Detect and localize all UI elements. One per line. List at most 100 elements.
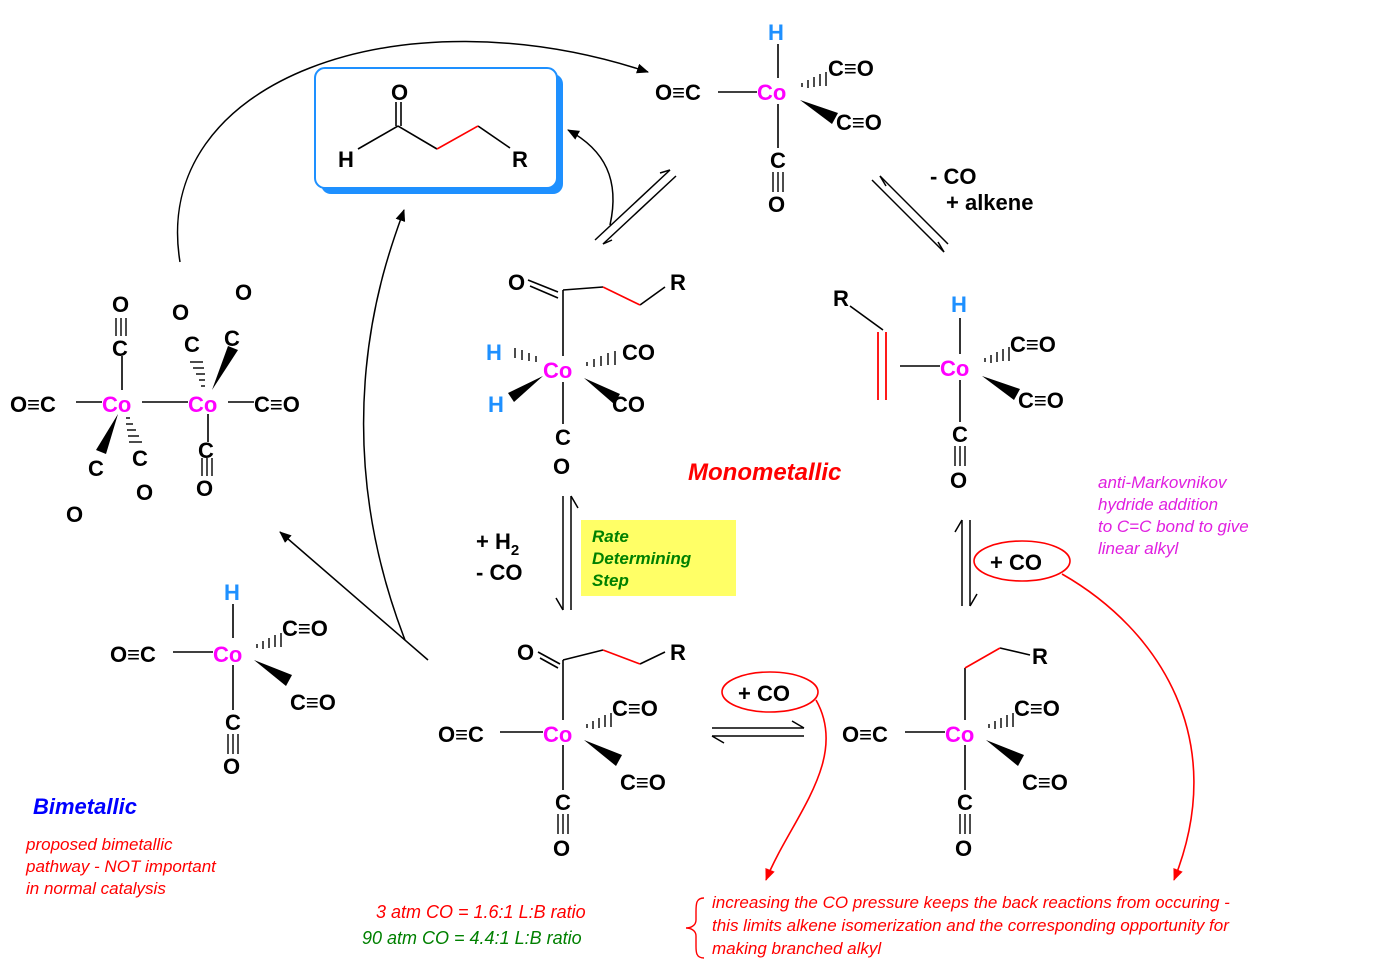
- hydride-h: H: [951, 292, 967, 317]
- co-ligand-left: O≡C: [655, 80, 701, 105]
- note-brace: [685, 897, 705, 959]
- co-ligand-c-c: C: [88, 456, 104, 481]
- cobalt-center: Co: [543, 358, 572, 383]
- cobalt-left: Co: [102, 392, 131, 417]
- co-ligand-lower-right: C≡O: [1018, 388, 1064, 413]
- co-ligand-bottom-o: O: [196, 476, 213, 501]
- aldehyde-oxygen: O: [391, 80, 408, 105]
- co-ligand-lower-right: C≡O: [620, 770, 666, 795]
- svg-text:+ CO: + CO: [738, 681, 790, 706]
- svg-text:pathway - NOT important: pathway - NOT important: [25, 857, 217, 876]
- ratio-90atm: 90 atm CO = 4.4:1 L:B ratio: [362, 928, 582, 948]
- co-ligand-upper-right: CO: [622, 340, 655, 365]
- aldehyde-product-box: O H R: [314, 67, 563, 194]
- co-ligand-bottom-c: C: [198, 438, 214, 463]
- co-ligand-bottom-o: O: [553, 836, 570, 861]
- pressure-note: increasing the CO pressure keeps the bac…: [712, 893, 1230, 958]
- co-ligand-c-a: C: [184, 332, 200, 357]
- svg-text:increasing the CO pressure kee: increasing the CO pressure keeps the bac…: [712, 893, 1230, 912]
- svg-text:+ H2: + H2: [476, 529, 519, 559]
- hco-co4-bimetallic: H Co O≡C C≡O C≡O C O: [110, 580, 336, 779]
- svg-text:hydride addition: hydride addition: [1098, 495, 1218, 514]
- co-ligand-bottom-c: C: [957, 790, 973, 815]
- co-ligand-bottom-c: C: [770, 148, 786, 173]
- cobalt-right: Co: [188, 392, 217, 417]
- pressure-note-arrows: [765, 573, 1195, 881]
- cycle-arrows: [177, 40, 649, 661]
- co-ligand-o-d: O: [136, 480, 153, 505]
- acyl-dihydride-complex: O R H H Co CO CO C O: [486, 270, 686, 479]
- co-ligand-upper-right: C≡O: [828, 56, 874, 81]
- svg-text:- CO: - CO: [930, 164, 976, 189]
- co-ligand-c-b: C: [224, 326, 240, 351]
- svg-text:+ alkene: + alkene: [946, 190, 1033, 215]
- dicobalt-octacarbonyl: Co Co O≡C C≡O O C C O O C O C C O C O: [10, 280, 300, 527]
- co-ligand-upper-right: C≡O: [282, 616, 328, 641]
- svg-text:to C=C bond to give: to C=C bond to give: [1098, 517, 1249, 536]
- co-ligand-lower-right: C≡O: [836, 110, 882, 135]
- co-ligand-bottom-o: O: [768, 192, 785, 217]
- monometallic-label: Monometallic: [688, 459, 841, 486]
- hco-co4-top: H Co O≡C C≡O C≡O C O: [655, 20, 882, 217]
- alkyl-tetracarbonyl-complex: R Co O≡C C≡O C≡O C O: [842, 644, 1068, 861]
- alkene-r-group: R: [833, 286, 849, 311]
- svg-text:Rate: Rate: [592, 527, 629, 546]
- ratio-3atm: 3 atm CO = 1.6:1 L:B ratio: [376, 902, 586, 922]
- co-ligand-bottom-c: C: [952, 422, 968, 447]
- co-ligand-bottom-c: C: [225, 710, 241, 735]
- co-ligand-bottom-o: O: [950, 468, 967, 493]
- svg-text:anti-Markovnikov: anti-Markovnikov: [1098, 473, 1228, 492]
- svg-text:- CO: - CO: [476, 560, 522, 585]
- cobalt-center: Co: [213, 642, 242, 667]
- acyl-r-group: R: [670, 270, 686, 295]
- svg-text:linear alkyl: linear alkyl: [1098, 539, 1180, 558]
- hydride-h: H: [224, 580, 240, 605]
- svg-text:this limits alkene isomerizati: this limits alkene isomerization and the…: [712, 916, 1230, 935]
- co-ligand-bottom-c: C: [555, 425, 571, 450]
- alkene-complex: R H Co C≡O C≡O C O: [833, 286, 1064, 493]
- co-ligand-top-c: C: [112, 336, 128, 361]
- co-ligand-upper-right: C≡O: [1010, 332, 1056, 357]
- plus-co-right-badge: + CO: [973, 540, 1071, 582]
- co-ligand-lower-right: C≡O: [290, 690, 336, 715]
- h2-step-label: + H2 - CO: [476, 529, 522, 585]
- svg-text:in normal catalysis: in normal catalysis: [26, 879, 166, 898]
- co-ligand-bottom-o: O: [223, 754, 240, 779]
- hydride-h-upper: H: [486, 340, 502, 365]
- co-ligand-left: O≡C: [110, 642, 156, 667]
- co-ligand-o-c: O: [66, 502, 83, 527]
- svg-text:+ CO: + CO: [990, 550, 1042, 575]
- rate-determining-step-box: Rate Determining Step: [581, 520, 736, 596]
- hydride-h-lower: H: [488, 392, 504, 417]
- alkene-step-label: - CO + alkene: [930, 164, 1033, 215]
- co-ligand-c-d: C: [132, 446, 148, 471]
- equilibrium-arrows: [555, 169, 978, 744]
- plus-co-bottom-badge: + CO: [721, 671, 819, 713]
- svg-text:Determining: Determining: [592, 549, 692, 568]
- co-ligand-o-a: O: [172, 300, 189, 325]
- anti-markovnikov-note: anti-Markovnikov hydride addition to C=C…: [1098, 473, 1249, 558]
- co-ligand-o-b: O: [235, 280, 252, 305]
- co-ligand-bottom-o: O: [553, 454, 570, 479]
- aldehyde-r-group: R: [512, 147, 528, 172]
- acyl-oxygen: O: [508, 270, 525, 295]
- svg-text:making branched alkyl: making branched alkyl: [712, 939, 882, 958]
- co-ligand-upper-right: C≡O: [612, 696, 658, 721]
- co-ligand-bottom-c: C: [555, 790, 571, 815]
- alkyl-r-group: R: [1032, 644, 1048, 669]
- co-ligand-top-o: O: [112, 292, 129, 317]
- co-ligand-far-left: O≡C: [10, 392, 56, 417]
- svg-text:Step: Step: [592, 571, 629, 590]
- co-ligand-upper-right: C≡O: [1014, 696, 1060, 721]
- acyl-oxygen: O: [517, 640, 534, 665]
- co-ligand-left: O≡C: [438, 722, 484, 747]
- cobalt-center: Co: [543, 722, 572, 747]
- acyl-tetracarbonyl-complex: O R Co O≡C C≡O C≡O C O: [438, 640, 686, 861]
- co-ligand-lower-right: C≡O: [1022, 770, 1068, 795]
- co-ligand-left: O≡C: [842, 722, 888, 747]
- co-ligand-far-right: C≡O: [254, 392, 300, 417]
- co-ligand-lower-right: CO: [612, 392, 645, 417]
- co-ligand-bottom-o: O: [955, 836, 972, 861]
- hydride-h: H: [768, 20, 784, 45]
